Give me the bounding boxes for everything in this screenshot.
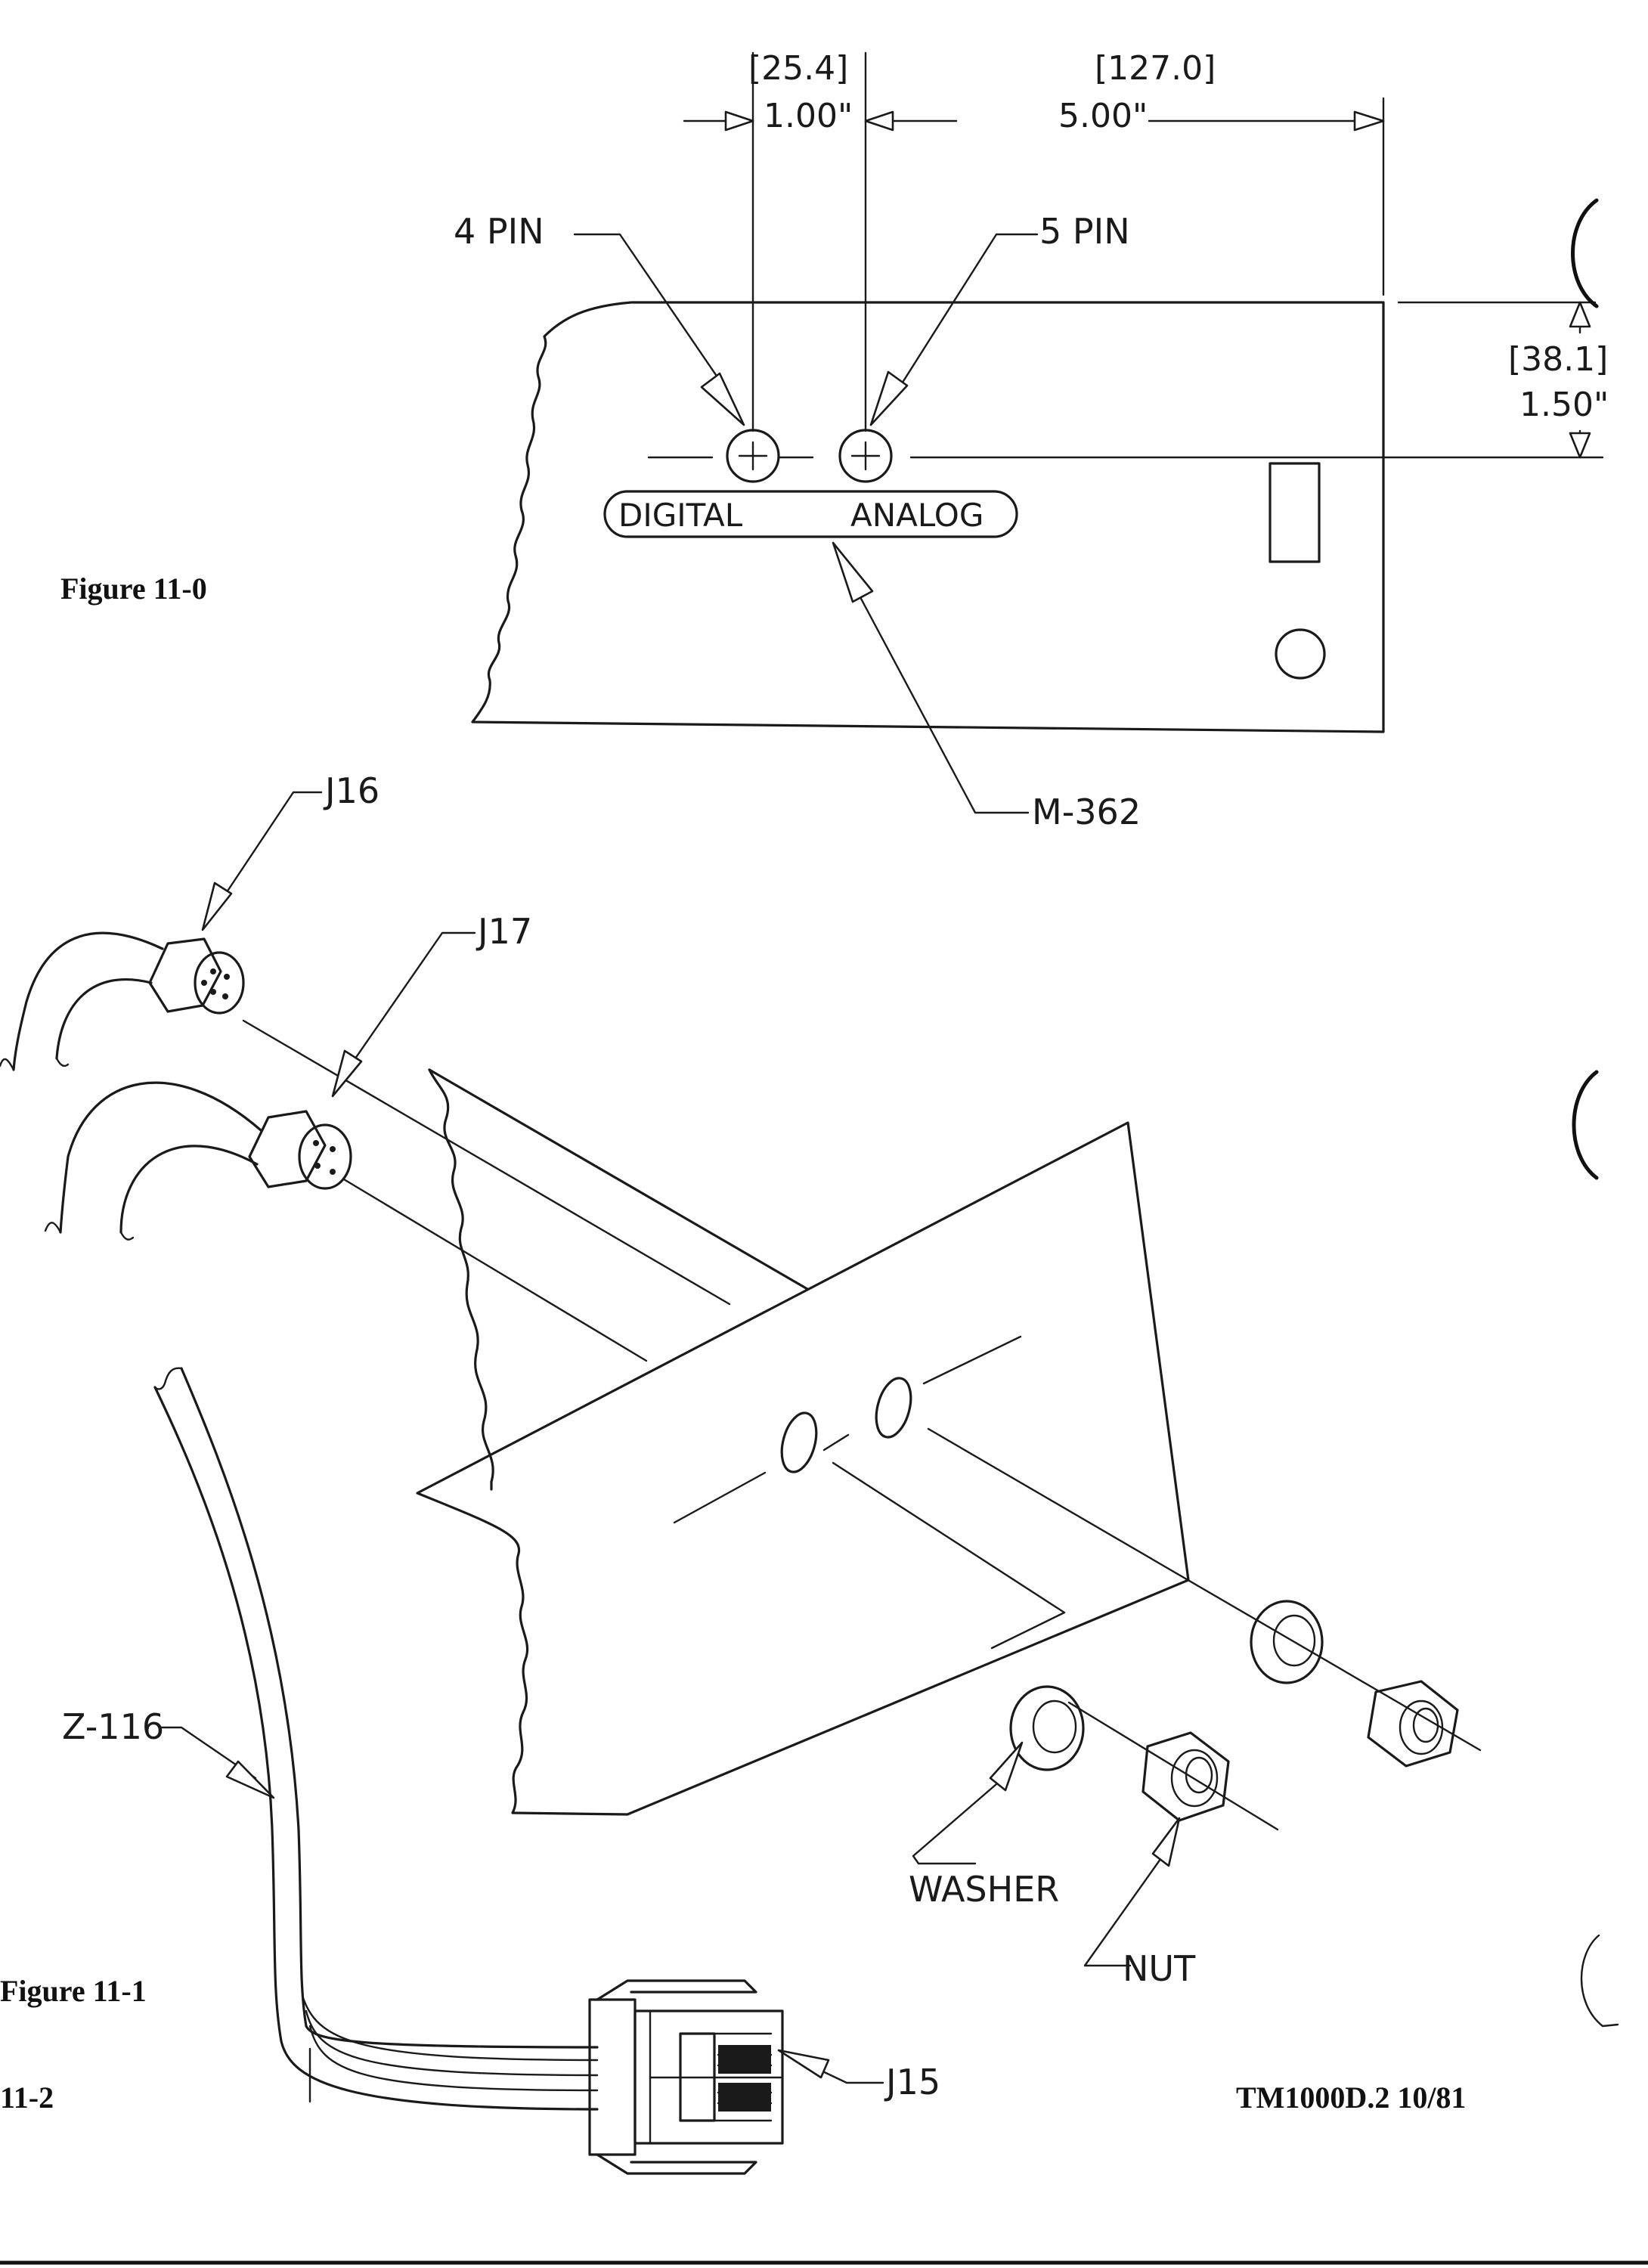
binder-mark-bottom [1580,1934,1619,2028]
arrow-z-116 [225,1760,275,1799]
dim-offset-mm: [127.0] [1095,49,1216,88]
arrow-j17 [331,1049,363,1098]
nut-right [1367,1680,1459,1768]
page-number: 11-2 [0,2081,54,2115]
j16-connector [0,931,245,1071]
dim-height-mm: [38.1] [1508,340,1608,379]
panel-hole [1275,628,1326,680]
document-id: TM1000D.2 10/81 [1236,2081,1466,2115]
panel-hole-right [875,1377,912,1439]
label-analog: ANALOG [850,497,984,534]
j15-pin-block-bottom [718,2083,771,2112]
label-digital: DIGITAL [618,497,743,534]
z-116-harness [153,1367,599,2111]
arrow-4-pin [700,372,745,426]
callout-washer: WASHER [909,1869,1059,1910]
arrow-j16 [201,881,233,931]
binder-mark-top [1571,198,1599,308]
washer-right [1250,1600,1324,1684]
panel-perspective [416,1121,1190,1816]
arrow-m-362 [832,541,874,603]
figure-11-0: DIGITAL ANALOG [25.4] 1.00" [127.0] 5.00… [60,49,1609,832]
label-plate [603,490,1018,538]
j17-connector [44,1081,352,1241]
callout-5-pin: 5 PIN [1039,211,1130,252]
arrow-5-pin [869,370,909,426]
j15-connector [588,1979,784,2175]
j15-pin-block-top [718,2045,771,2074]
washer-left [1009,1685,1085,1771]
figure-11-1-caption: Figure 11-1 [0,1974,147,2008]
panel-outline [471,301,1385,733]
callout-j16: J16 [323,770,379,811]
arrow-washer [989,1741,1024,1792]
panel-slot [1269,462,1321,563]
callout-z-116: Z-116 [62,1706,164,1747]
figure-11-1: J16 J17 [0,770,1482,2175]
dim-offset-in: 5.00" [1058,97,1148,135]
callout-j15: J15 [884,2062,940,2102]
dim-pin-spacing-mm: [25.4] [748,49,848,88]
dim-height-in: 1.50" [1519,386,1609,424]
arrow-nut [1151,1817,1181,1867]
binder-mark-middle [1572,1070,1599,1180]
callout-4-pin: 4 PIN [454,211,544,252]
panel-hole-left [780,1411,818,1473]
nut-left [1142,1731,1230,1822]
arrow-j15 [777,2049,830,2079]
callout-nut: NUT [1123,1948,1196,1989]
figure-11-0-caption: Figure 11-0 [60,572,207,606]
callout-j17: J17 [476,911,532,952]
dim-pin-spacing-in: 1.00" [764,97,853,135]
callout-m-362: M-362 [1032,792,1141,832]
